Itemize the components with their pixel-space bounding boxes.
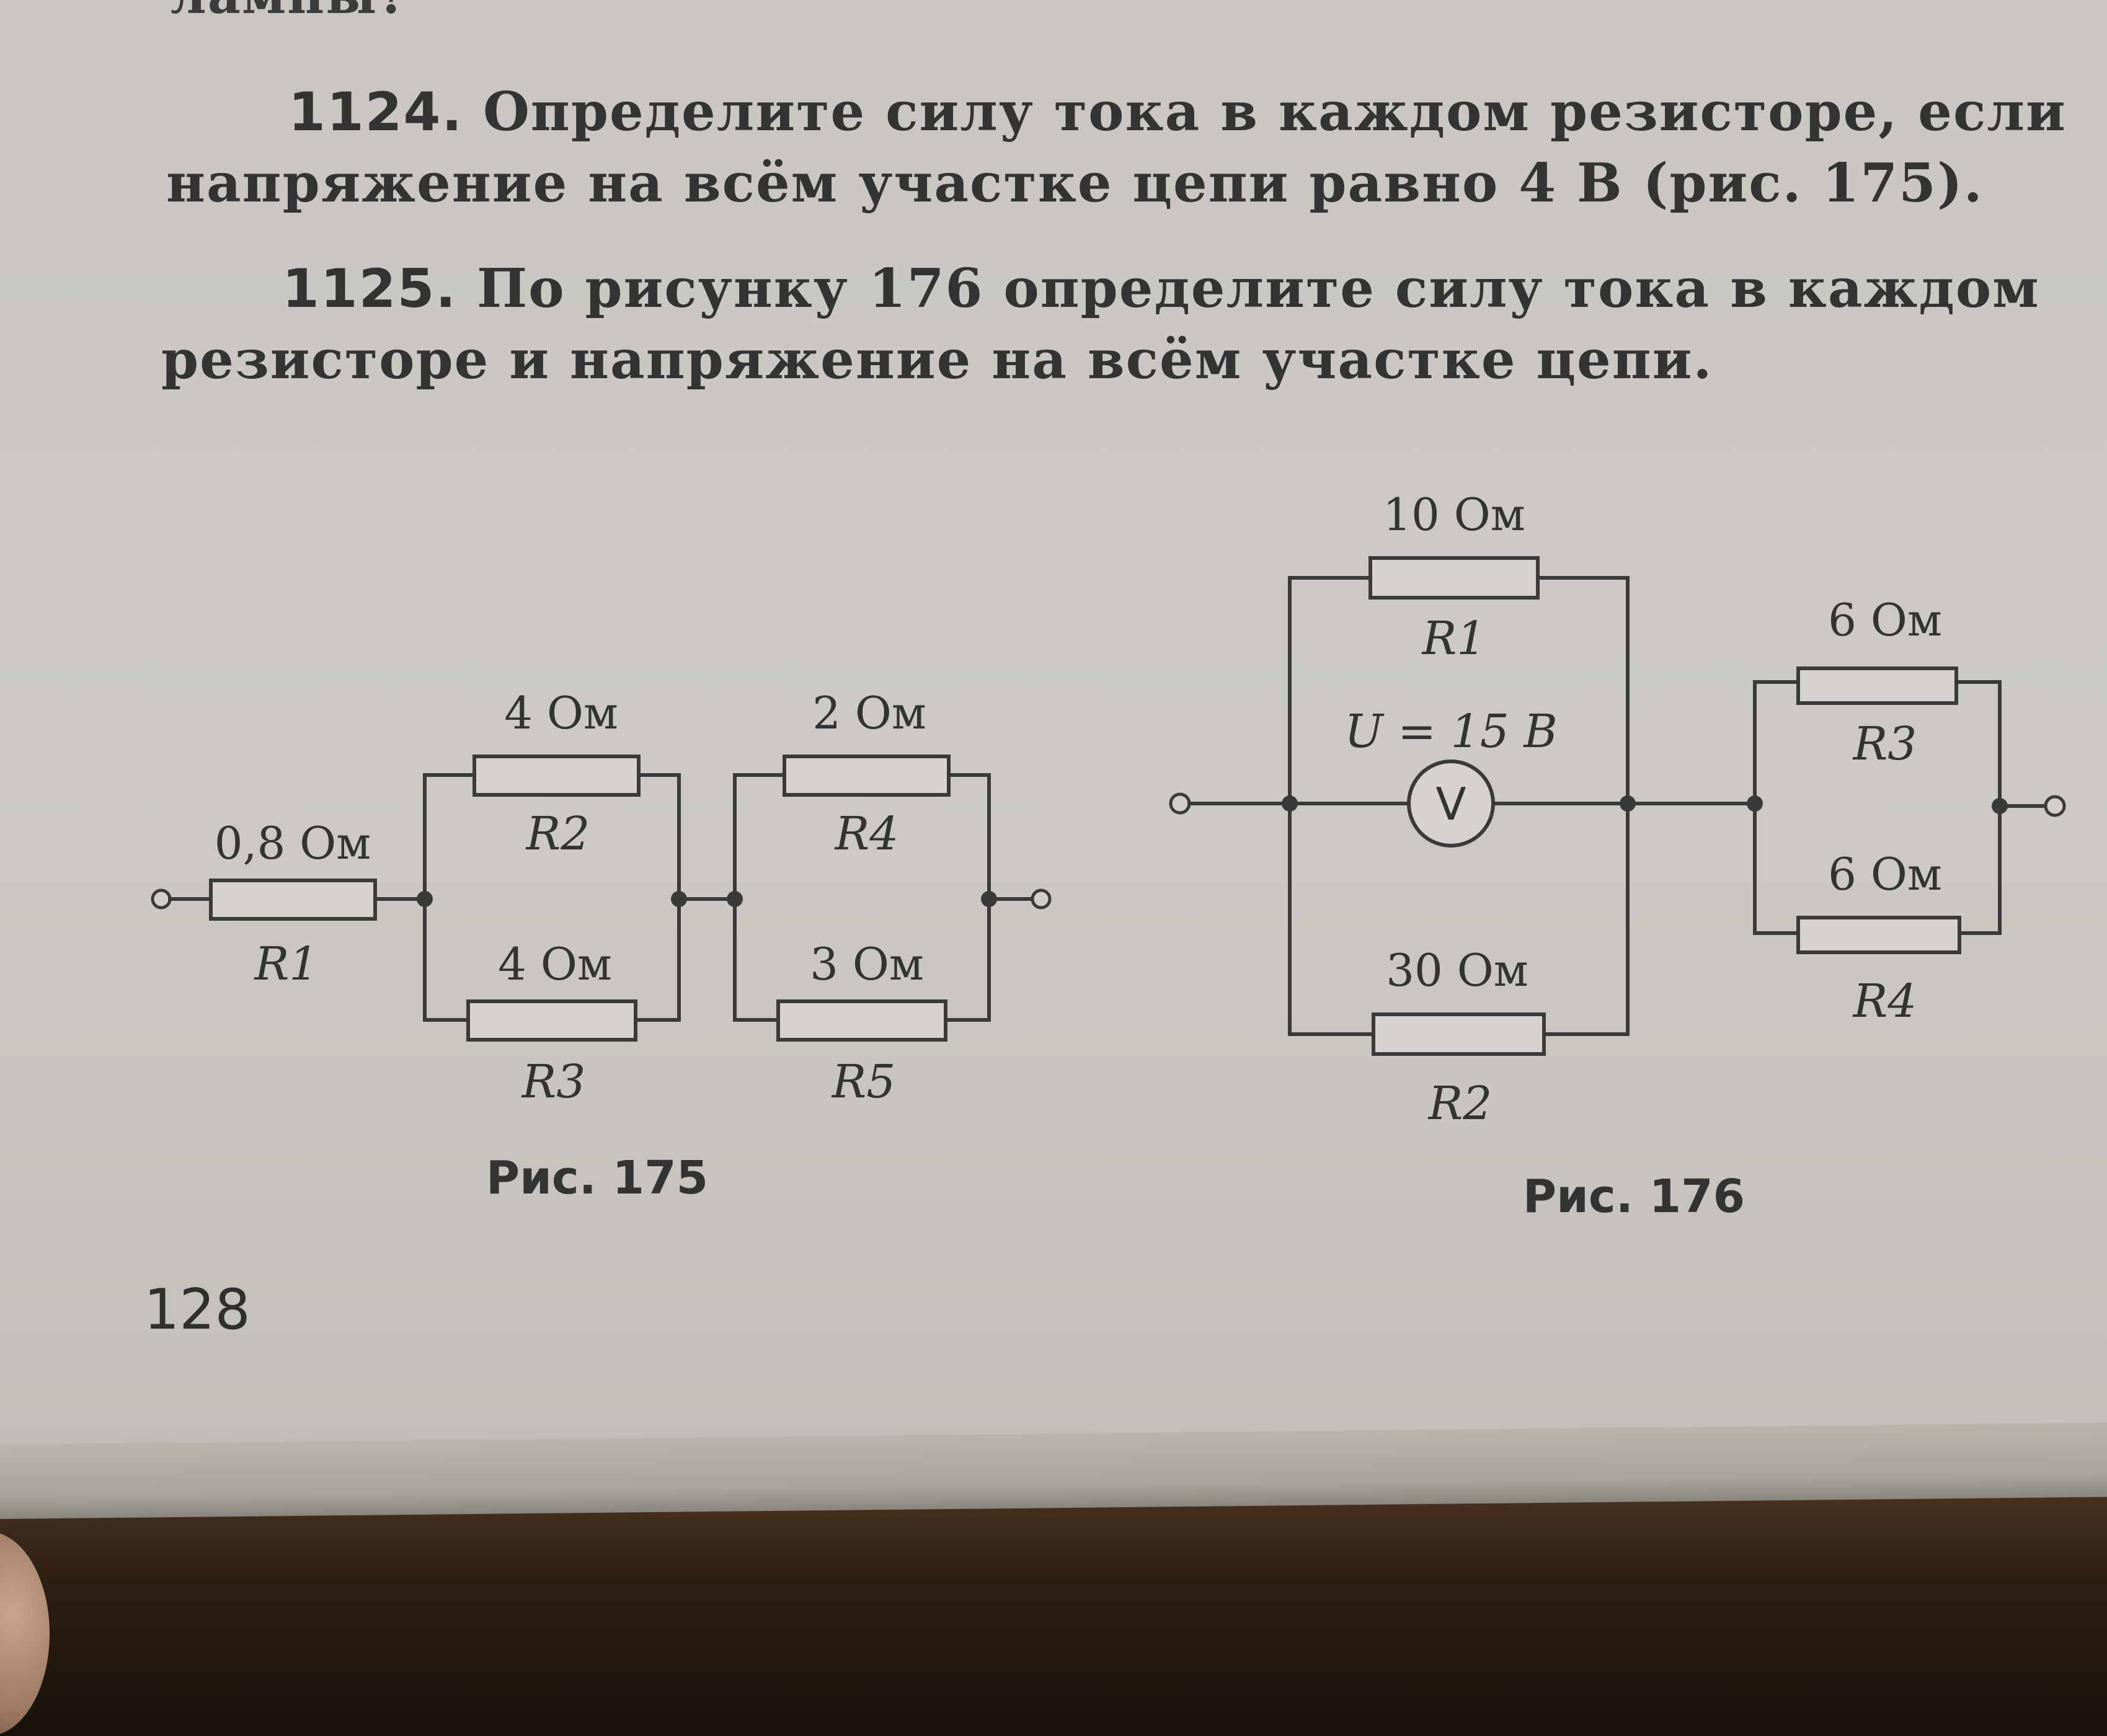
fig175-r4-value: 2 Ом [812,687,926,739]
fig176-resistor-r3 [1796,666,1958,705]
fig175-resistor-r4 [783,755,951,797]
fig175-resistor-r2 [472,755,641,797]
fig176-r3-label: R3 [1852,717,1917,771]
fig175-r3-value: 4 Ом [498,938,612,990]
page-number: 128 [144,1277,251,1342]
fig176-r4-label: R4 [1852,975,1917,1028]
fig175-r5-label: R5 [831,1055,896,1109]
fig176-r1-label: R1 [1421,612,1486,665]
fig176-resistor-r2 [1372,1012,1546,1056]
fig175-r1-label: R1 [254,937,319,991]
fig175-caption: Рис. 175 [486,1151,708,1205]
fig176-r2-value: 30 Ом [1386,944,1528,996]
problem-1125-text1: По рисунку 176 определите силу тока в ка… [476,257,2040,320]
header-fragment: лампы? [171,0,409,25]
fig175-r2-label: R2 [525,807,590,861]
problem-1125-number: 1125. [282,258,458,320]
fig176-r2-label: R2 [1427,1077,1493,1130]
fig176-circuit: V 10 Ом R1 U = 15 В 30 Ом R2 6 Ом R3 6 О… [1169,489,2066,1223]
problem-1124-line2: напряжение на всём участке цепи равно 4 … [166,152,1984,215]
fig175-r5-value: 3 Ом [810,938,924,990]
fig175-r2-value: 4 Ом [504,687,618,739]
problem-1124-text1: Определите силу тока в каждом резисторе,… [482,81,2067,143]
fig176-caption: Рис. 176 [1523,1170,1745,1223]
problem-1124-number: 1124. [288,81,464,143]
fig175-resistor-r1 [209,879,377,921]
problem-1125-line1: 1125. По рисунку 176 определите силу ток… [282,257,2040,320]
fig175-resistor-r5 [776,999,947,1042]
fig175-circuit: 0,8 Ом R1 4 Ом R2 4 Ом R3 2 Ом R4 3 Ом R… [151,687,1052,1205]
fig176-voltmeter-symbol: V [1435,778,1466,830]
fig175-output-terminal [1031,888,1052,910]
fig176-output-terminal [2044,795,2066,817]
table-surface [0,1488,2107,1716]
fig176-resistor-r1 [1368,556,1540,600]
fig176-r4-value: 6 Ом [1828,848,1942,900]
fig175-r3-label: R3 [521,1055,586,1109]
fig176-voltage-label: U = 15 В [1344,705,1557,758]
fig176-r1-value: 10 Ом [1383,489,1525,541]
fig176-input-terminal [1169,792,1191,815]
problem-1124-line1: 1124. Определите силу тока в каждом рези… [288,81,2067,143]
fig175-r1-value: 0,8 Ом [215,817,371,869]
fig175-r4-label: R4 [834,807,899,861]
fig176-r3-value: 6 Ом [1828,594,1942,646]
fig175-input-terminal [151,888,172,910]
fig175-resistor-r3 [466,999,637,1042]
problem-1125-line2: резисторе и напряжение на всём участке ц… [161,329,1713,391]
fig176-resistor-r4 [1796,916,1961,954]
